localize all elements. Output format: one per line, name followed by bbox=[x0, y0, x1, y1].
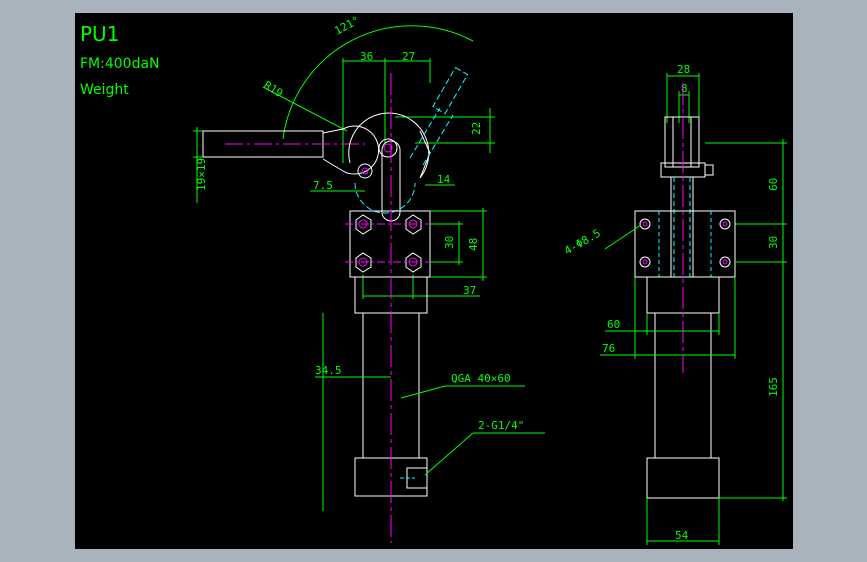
side-view: 28 8 60 4-Φ8.5 bbox=[562, 63, 787, 545]
dim-22: 22 bbox=[470, 122, 483, 135]
cad-viewport[interactable]: PU1 FM:400daN Weight 121° 36 27 R19 22 1… bbox=[75, 13, 793, 549]
angle-dim: 121° bbox=[332, 14, 362, 38]
dim-27: 27 bbox=[402, 50, 415, 63]
dim-165: 165 bbox=[767, 377, 780, 397]
dim-48: 48 bbox=[467, 238, 480, 251]
cad-drawing: PU1 FM:400daN Weight 121° 36 27 R19 22 1… bbox=[80, 14, 787, 545]
dim-54: 54 bbox=[675, 529, 689, 542]
dim-7-5: 7.5 bbox=[313, 179, 333, 192]
callout-port: 2-G1/4" bbox=[478, 419, 524, 432]
dim-36: 36 bbox=[360, 50, 373, 63]
drawing-title: PU1 bbox=[80, 22, 119, 46]
clamp-arm bbox=[348, 112, 431, 179]
dim-28: 28 bbox=[677, 63, 690, 76]
side-mount-plate bbox=[634, 210, 736, 278]
side-cylinder-base bbox=[646, 457, 720, 499]
force-label: FM:400daN bbox=[80, 56, 160, 72]
front-view: 121° 36 27 R19 22 19×19 bbox=[193, 14, 545, 543]
dim-30: 30 bbox=[443, 236, 456, 249]
dim-60: 60 bbox=[607, 318, 620, 331]
side-clevis bbox=[664, 116, 700, 168]
callout-cylinder: QGA 40×60 bbox=[451, 372, 511, 385]
dim-30-side: 30 bbox=[767, 236, 780, 249]
dim-holes: 4-Φ8.5 bbox=[562, 226, 603, 257]
dim-14: 14 bbox=[437, 173, 451, 186]
dim-37: 37 bbox=[463, 284, 476, 297]
lever-arm bbox=[322, 125, 380, 175]
dim-handle: 19×19 bbox=[195, 158, 208, 191]
dim-34-5: 34.5 bbox=[315, 364, 342, 377]
dim-60-top: 60 bbox=[767, 178, 780, 191]
dim-76: 76 bbox=[602, 342, 615, 355]
angle-arc bbox=[282, 25, 474, 140]
weight-label: Weight bbox=[80, 82, 129, 98]
dim-8: 8 bbox=[681, 82, 688, 95]
